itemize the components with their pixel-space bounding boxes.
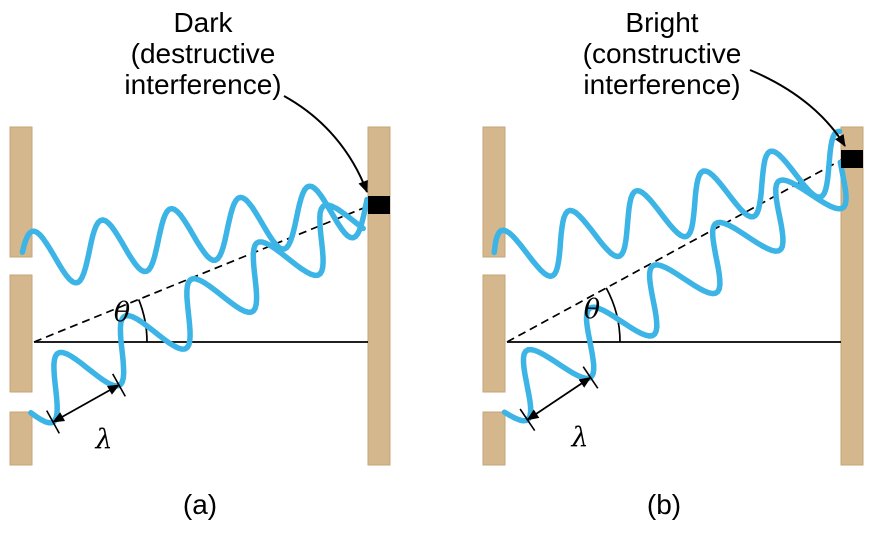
wavelength-indicator: λ	[45, 373, 126, 455]
slit-barrier-bottom-segment	[482, 411, 506, 466]
annotation-arrow	[283, 95, 368, 193]
slit-barrier-top-segment	[9, 126, 33, 258]
upper-wave	[491, 128, 843, 280]
lambda-double-arrow	[52, 384, 120, 423]
slit-barrier-top-segment	[482, 126, 506, 258]
annotation-line-1: Dark	[173, 7, 233, 38]
upper-wave	[19, 183, 370, 286]
wavelength-indicator: λ	[519, 366, 599, 453]
lambda-tick-end	[112, 373, 126, 397]
lower-wave	[501, 159, 849, 424]
lambda-label: λ	[94, 424, 112, 455]
projection-screen	[367, 126, 391, 466]
theta-angle-arc	[605, 287, 621, 343]
annotation-line-1: Bright	[625, 7, 698, 38]
panel-caption: (a)	[183, 489, 217, 520]
theta-label: θ	[114, 297, 130, 328]
annotation-line-2: (destructive	[131, 38, 276, 69]
lambda-tick-start	[45, 410, 61, 434]
lambda-label: λ	[570, 422, 588, 453]
annotation-line-2: (constructive	[583, 38, 742, 69]
theta-angle-arc	[137, 299, 148, 343]
projection-screen	[840, 126, 864, 466]
panel-caption: (b)	[647, 489, 681, 520]
annotation-line-3: interference)	[583, 69, 740, 100]
panel-b: λ θ Bright (constructive interference) (…	[482, 7, 864, 520]
lambda-tick-start	[519, 408, 536, 432]
lower-wave	[28, 202, 366, 426]
theta-label: θ	[584, 294, 600, 325]
lambda-double-arrow	[526, 376, 592, 421]
lambda-tick-end	[582, 366, 599, 389]
annotation-arrow	[749, 69, 846, 147]
slit-barrier-middle-segment	[9, 274, 33, 393]
annotation-line-3: interference)	[124, 69, 281, 100]
dark-fringe-marker	[368, 196, 390, 214]
slit-barrier-middle-segment	[482, 274, 506, 393]
panel-a: λ θ Dark (destructive interference) (a)	[9, 7, 391, 520]
slit-barrier-bottom-segment	[9, 411, 33, 466]
ray-dashed-line	[33, 204, 372, 343]
bright-fringe-marker	[841, 150, 863, 168]
